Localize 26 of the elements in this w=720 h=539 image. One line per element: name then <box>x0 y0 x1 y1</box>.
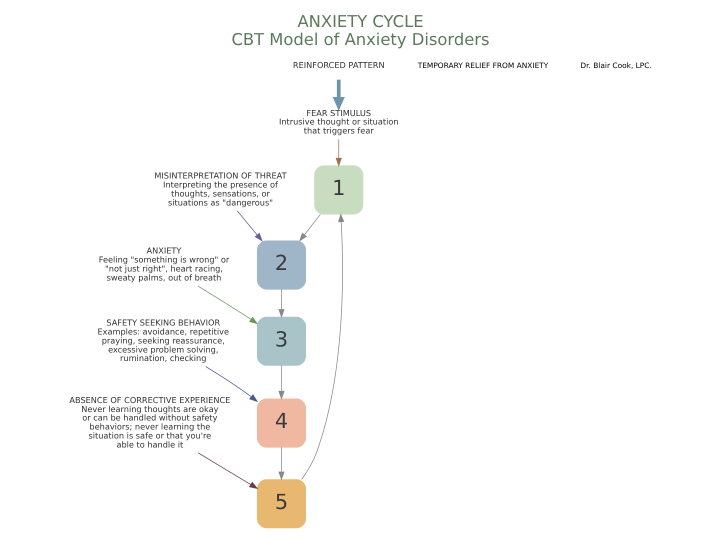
arrow <box>196 286 258 324</box>
node-text: ABSENCE OF CORRECTIVE EXPERIENCE Never learning thoughts are okay or can be handled without safety behaviors; never learning the situation is safe or that you're able to handle it <box>68 394 230 450</box>
arrow <box>236 210 262 242</box>
arrow <box>197 452 258 489</box>
node-box: 3 <box>256 316 306 366</box>
node-box: 5 <box>256 479 306 528</box>
node-text: SAFETY SEEKING BEHAVIOR Examples: avoidance, repetitive praying, seeking reassurance, excessive problem solving, rumination, checking <box>96 317 229 364</box>
arrow <box>204 366 258 402</box>
label: TEMPORARY RELIEF FROM ANXIETY <box>417 60 548 70</box>
label: Dr. Blair Cook, LPC. <box>580 60 652 70</box>
node-box: 2 <box>256 240 306 290</box>
arrow <box>278 365 284 400</box>
arrow <box>300 213 344 480</box>
arrow <box>298 214 320 242</box>
arrow <box>278 288 284 318</box>
arrow <box>278 446 284 481</box>
arrow <box>332 80 344 111</box>
node-text: FEAR STIMULUS Intrusive thought or situation that triggers fear <box>278 108 398 136</box>
node-text: ANXIETY Feeling "something is wrong" or "not just right", heart racing, sweaty palms, out of breath <box>98 246 229 283</box>
diagram-title: ANXIETY CYCLE <box>296 12 424 32</box>
node-box: 4 <box>256 398 306 448</box>
arrow <box>335 138 342 167</box>
node-box: 1 <box>314 165 363 214</box>
caption: CBT Model of Anxiety Disorders <box>230 30 490 49</box>
node-text: MISINTERPRETATION OF THREAT Interpreting the presence of thoughts, sensations, or situations as "dangerous" <box>154 170 286 208</box>
node-text: REINFORCED PATTERN <box>292 60 384 70</box>
